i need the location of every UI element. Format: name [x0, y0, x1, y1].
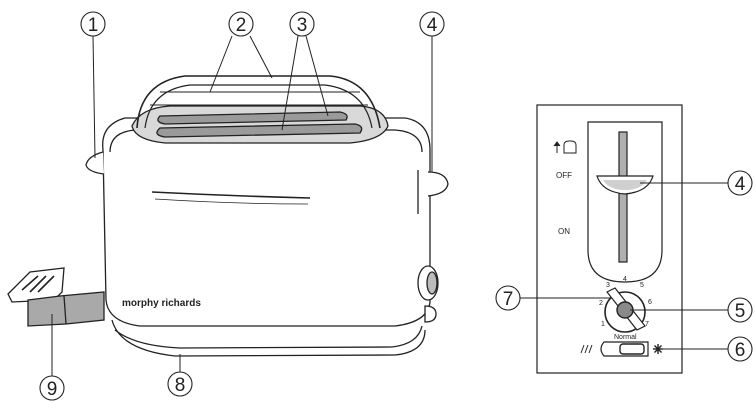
callout-label-4: 4: [427, 15, 438, 36]
toaster-base: [111, 319, 426, 357]
snowflake-icon: [653, 344, 663, 354]
callout-circle-9: [39, 375, 65, 401]
callout-circle-7: [495, 285, 521, 311]
toaster-front-groove: [151, 191, 311, 199]
crumb-tray-plate: [27, 291, 105, 327]
right-lever: [427, 171, 449, 197]
side-dial-inner: [426, 271, 438, 295]
callout-label-2: 2: [236, 15, 247, 36]
dial-number-2: 2: [599, 300, 603, 307]
lever-knob-shade: [603, 180, 647, 190]
toaster: [7, 75, 449, 357]
panel-frame: [536, 104, 683, 374]
callouts-panel: [495, 170, 753, 362]
bread-slot-front: [156, 123, 363, 138]
normal-label: Normal: [614, 334, 637, 341]
warming-rack-inner: [144, 84, 373, 129]
dial-number-6: 6: [648, 299, 652, 306]
lift-toast-icon: [553, 140, 577, 154]
toaster-front-groove-lower: [154, 198, 309, 205]
warming-rack: [136, 75, 381, 129]
leader-3a: [281, 35, 299, 131]
callout-label-3: 3: [297, 15, 308, 36]
callout-circle-8: [167, 371, 193, 397]
callout-circle-1: [80, 11, 106, 37]
defrost-switch-slider: [619, 343, 645, 355]
callout-label-7: 7: [503, 289, 514, 310]
callout-circle-6: [727, 336, 753, 362]
callout-label-1: 1: [88, 15, 99, 36]
panel-on-label: ON: [558, 227, 570, 236]
crumb-tray-edge: [63, 295, 67, 325]
dial-number-7: 7: [645, 321, 649, 328]
callout-label-8: 8: [175, 375, 186, 396]
callout-circle-3: [289, 11, 315, 37]
control-panel: [536, 104, 683, 374]
lever-slot-housing: [587, 121, 663, 283]
callout-label-5: 5: [735, 301, 746, 322]
crumb-tray-handle-slots: [21, 275, 55, 293]
leader-1: [92, 35, 96, 159]
toaster-body: [102, 117, 431, 327]
leader-2b: [249, 35, 273, 79]
side-switch: [424, 305, 437, 323]
callout-circle-4: [419, 11, 445, 37]
toaster-base-rim: [114, 325, 423, 349]
heat-lines-icon: [580, 344, 593, 354]
callout-circle-5: [727, 297, 753, 323]
dial-number-3: 3: [606, 282, 610, 289]
callout-label-panel-4: 4: [735, 174, 746, 195]
callout-circle-panel-4: [727, 170, 753, 196]
callout-label-9: 9: [47, 379, 58, 400]
panel-off-label: OFF: [556, 171, 572, 180]
callout-circle-2: [228, 11, 254, 37]
leader-lines: [51, 35, 433, 376]
bread-slot-back: [157, 111, 348, 125]
leader-2a: [209, 35, 233, 93]
panel-leader-lines: [520, 182, 728, 350]
dial-numbers: 1 2 3 4 5 6 7: [599, 276, 652, 328]
callouts-toaster: [39, 11, 445, 401]
callout-label-6: 6: [735, 340, 746, 361]
dial-number-1: 1: [601, 321, 605, 328]
dial-number-4: 4: [623, 276, 627, 283]
dial-number-5: 5: [640, 282, 644, 289]
leader-3b: [305, 35, 329, 117]
brand-logo-text: morphy richards: [122, 298, 201, 309]
lever-track: [618, 131, 628, 263]
